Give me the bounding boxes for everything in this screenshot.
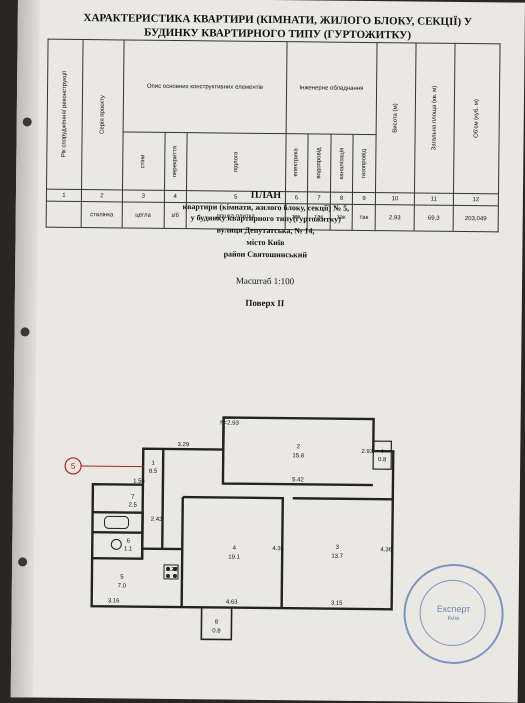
marker-leader bbox=[81, 466, 143, 467]
dimension-label: 3.16 bbox=[108, 598, 120, 604]
room-wall bbox=[182, 497, 283, 608]
subheader-cell: електрика bbox=[294, 149, 300, 177]
plan-line-3: вулиця Депутатська, № 14, bbox=[116, 224, 416, 236]
plan-line-5: район Святошинський bbox=[115, 248, 415, 260]
dimension-label: 4.63 bbox=[226, 600, 238, 606]
area-header: Загальна площа (кв. м) bbox=[431, 86, 438, 151]
column-number: 11 bbox=[414, 193, 453, 205]
plan-line-4: місто Київ bbox=[115, 236, 415, 248]
binder-hole bbox=[20, 327, 29, 336]
room-area: 7.0 bbox=[118, 583, 127, 589]
room-area: 19.1 bbox=[228, 555, 240, 561]
room-number: 3 bbox=[336, 545, 340, 551]
subheader-cell: водопровід bbox=[316, 147, 322, 178]
dimension-label: 2.43 bbox=[151, 517, 163, 523]
room-area: 13.7 bbox=[331, 554, 343, 560]
room-area: 1.1 bbox=[124, 546, 133, 552]
subheader-cell: каналізація bbox=[339, 147, 345, 179]
series-header: Серія проєкту bbox=[100, 95, 106, 134]
room-number: 8 bbox=[215, 619, 219, 625]
scale-text: Масштаб 1:100 bbox=[115, 274, 415, 287]
room-wall bbox=[92, 532, 142, 533]
value-cell bbox=[46, 201, 81, 227]
subheader-cell: стіни bbox=[141, 154, 147, 168]
subheader-cell: перекриття bbox=[172, 146, 178, 177]
room-number: 2 bbox=[297, 444, 301, 450]
dimension-label: 2.93 bbox=[361, 449, 373, 455]
subheader-cell: газопровід bbox=[361, 149, 367, 178]
stamp-subtext: Київ bbox=[405, 615, 501, 622]
dimension-label: 4.36 bbox=[380, 547, 392, 553]
room-number: 4 bbox=[233, 546, 237, 552]
dimension-label: 2.22 bbox=[166, 567, 178, 573]
binder-hole bbox=[18, 557, 27, 566]
volume-header: Об'єм (куб. м) bbox=[474, 99, 480, 138]
document-page: ХАРАКТЕРИСТИКА КВАРТИРИ (КІМНАТИ, ЖИЛОГО… bbox=[11, 0, 525, 703]
dimension-label: 3.15 bbox=[331, 601, 343, 607]
room-wall bbox=[182, 497, 183, 607]
binding-edge bbox=[11, 0, 40, 698]
toilet bbox=[111, 539, 121, 549]
bathtub bbox=[104, 516, 128, 528]
room-number: 7 bbox=[131, 495, 135, 501]
room-wall bbox=[223, 418, 374, 486]
room-area: 2.5 bbox=[128, 503, 137, 509]
structural-header: Опис основних конструктивних елементів bbox=[123, 40, 287, 134]
room-number: 1 bbox=[151, 461, 155, 467]
room-area: 8.5 bbox=[149, 469, 158, 475]
engineering-header: Інженерне обладнання bbox=[286, 42, 377, 135]
column-number: 12 bbox=[453, 193, 498, 205]
dimension-label: 5.42 bbox=[292, 477, 304, 483]
stamp-text: Експерт bbox=[406, 603, 502, 614]
room-wall bbox=[162, 449, 163, 549]
value-cell: 203,049 bbox=[453, 205, 498, 231]
room-number: 6 bbox=[127, 539, 131, 545]
column-number: 1 bbox=[46, 189, 81, 201]
apartment-number: 5 bbox=[71, 462, 76, 471]
room-number: 5 bbox=[120, 574, 124, 580]
value-cell: 69,3 bbox=[414, 205, 453, 231]
dimension-label: 1.55 bbox=[133, 479, 145, 485]
floor-plan: 5 h=2.93 1 8.5 2 15.8 3 13.7 4 19.1 5 7.… bbox=[51, 398, 434, 682]
binder-hole bbox=[23, 117, 32, 126]
dimension-label: 3.29 bbox=[177, 442, 189, 448]
room-area: 15.8 bbox=[292, 453, 304, 459]
height-header: Висота (м) bbox=[393, 103, 399, 132]
subheader-cell: підлога bbox=[233, 152, 239, 172]
floor-text: Поверх ІІ bbox=[115, 296, 415, 309]
dimension-label: 4.31 bbox=[272, 546, 284, 552]
room-wall bbox=[293, 498, 393, 499]
year-header: Рік спорудження/ реконструкції bbox=[61, 71, 68, 158]
room-area: 0.8 bbox=[378, 457, 387, 463]
room-area: 0.8 bbox=[212, 628, 221, 634]
official-stamp: Експерт Київ bbox=[403, 563, 504, 664]
burner bbox=[166, 574, 170, 578]
height-note: h=2.93 bbox=[220, 420, 239, 426]
room-wall bbox=[92, 512, 142, 559]
burner bbox=[173, 574, 177, 578]
